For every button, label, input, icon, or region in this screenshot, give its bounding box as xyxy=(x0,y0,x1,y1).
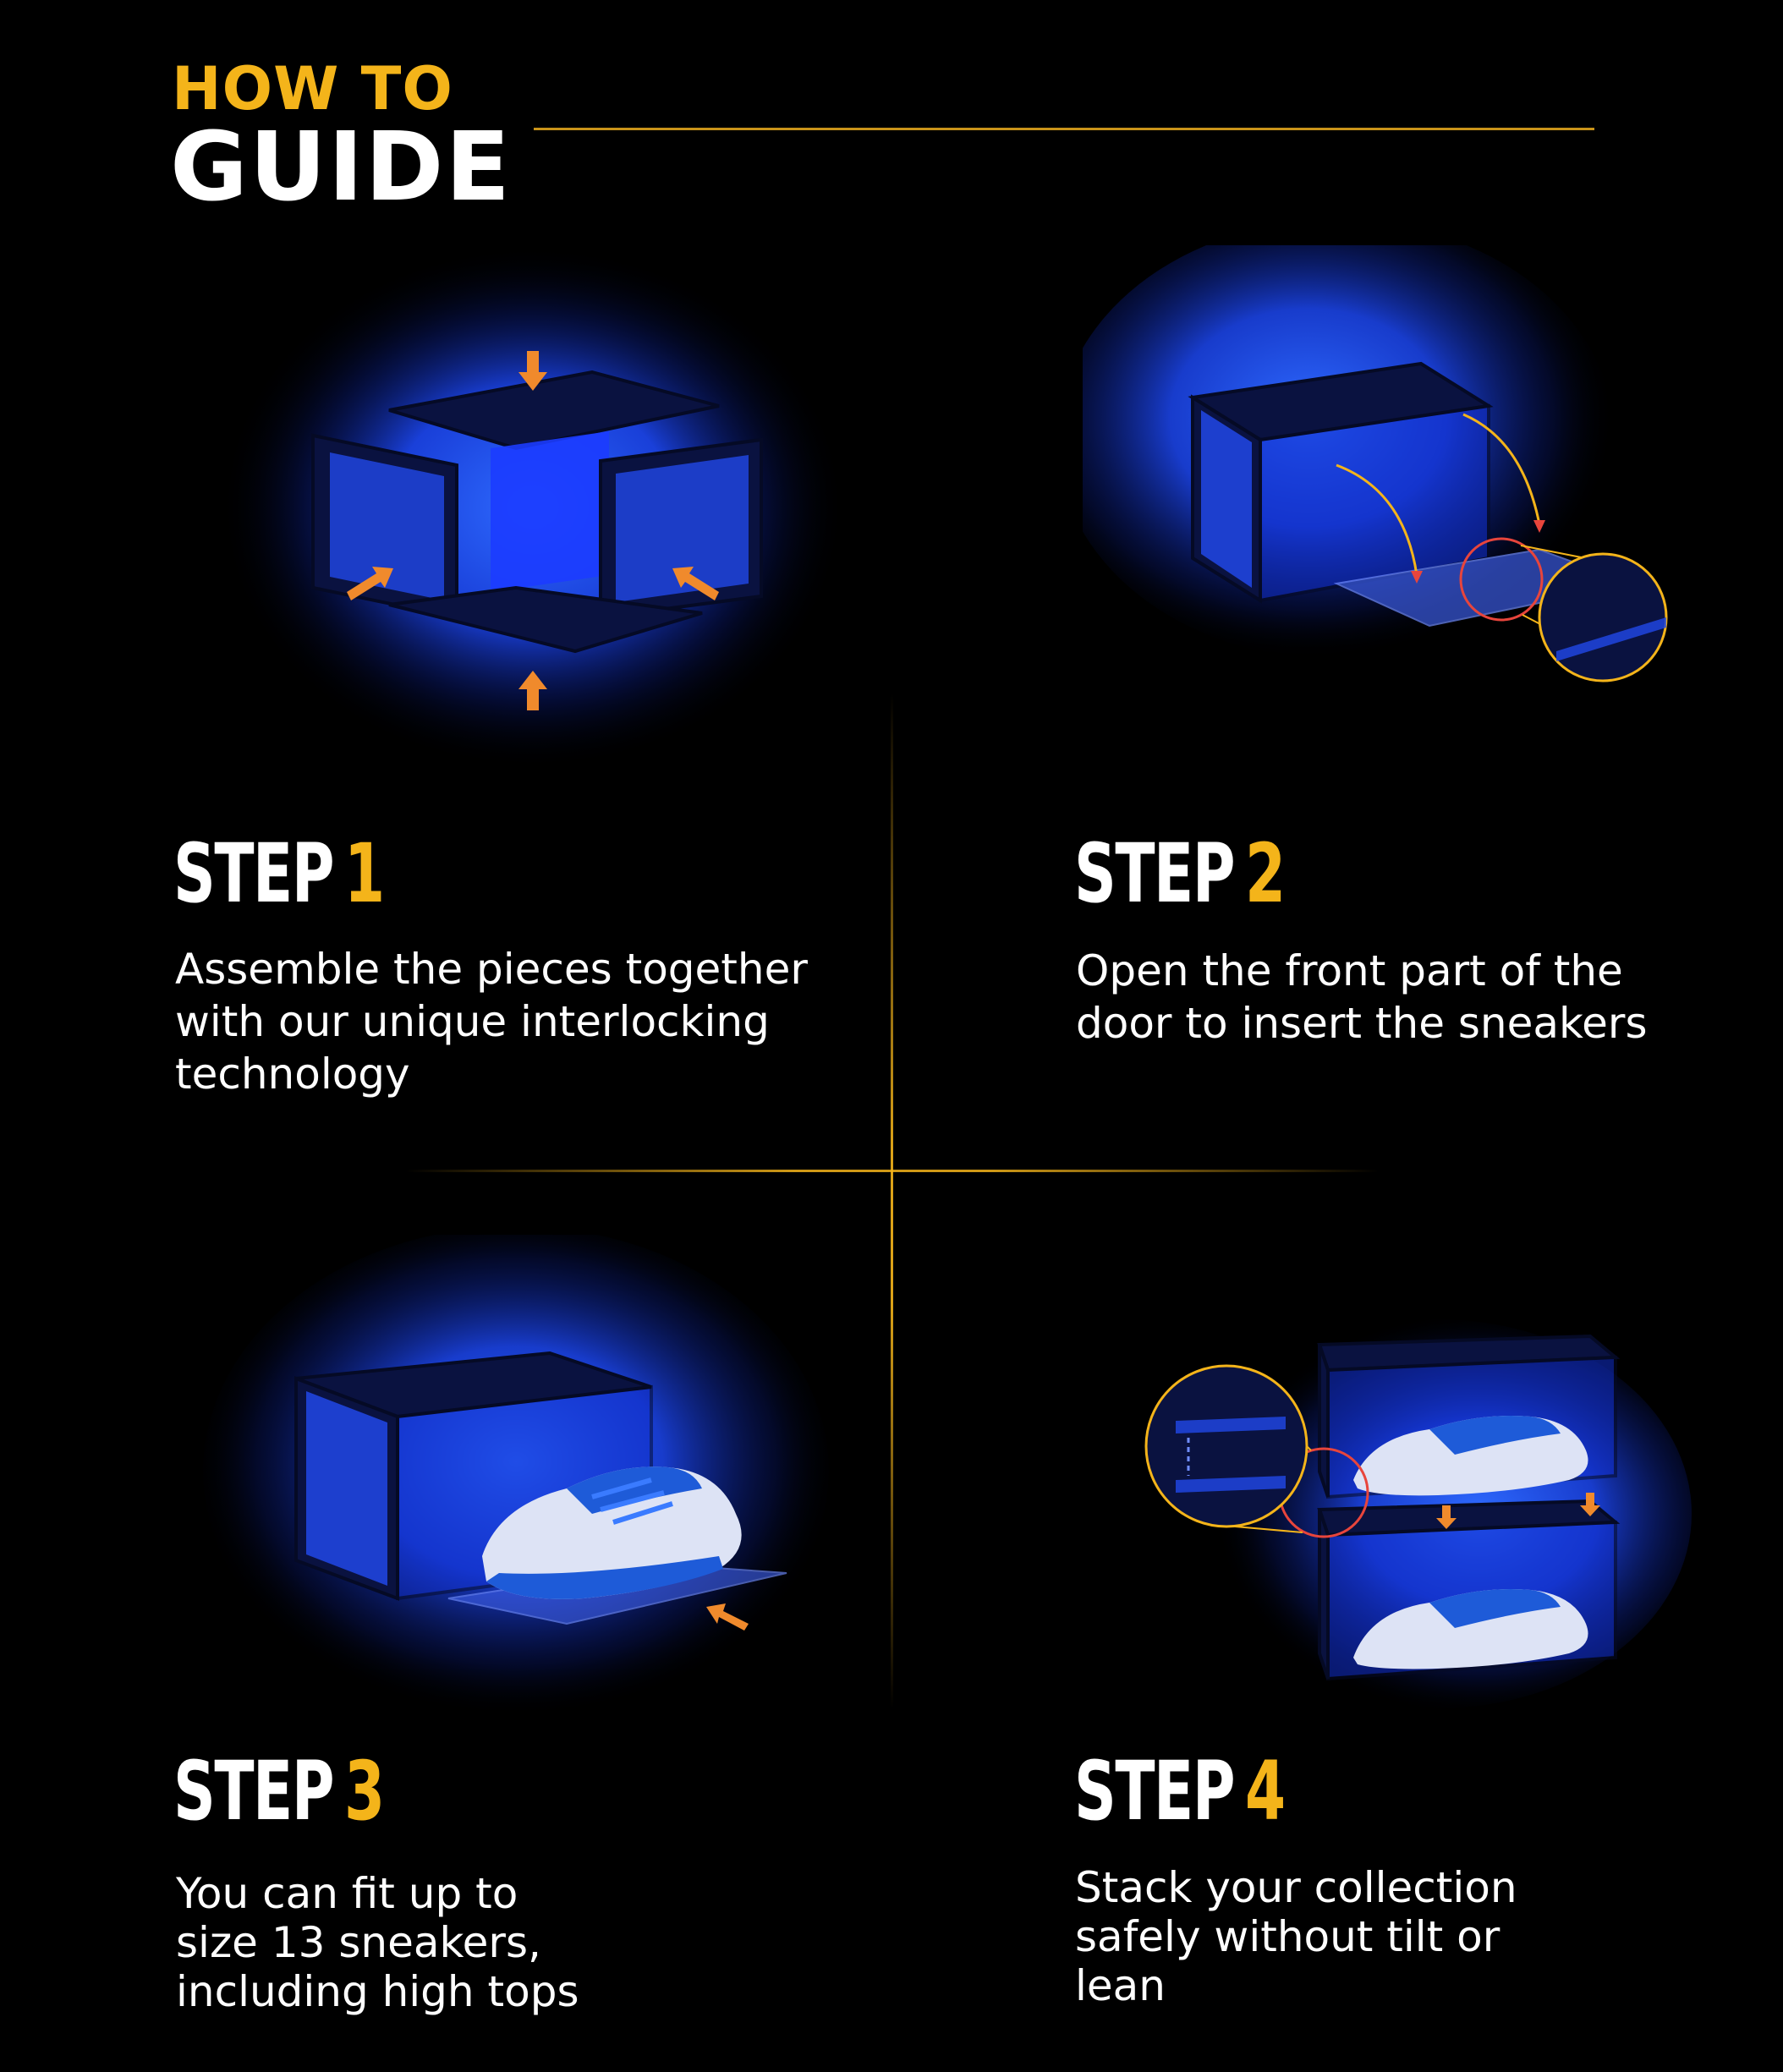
how-to-heading: HOW TO xyxy=(172,54,453,123)
step-1-label: STEP xyxy=(173,826,334,921)
step-2-description: Open the front part of the door to inser… xyxy=(1076,946,1648,1048)
guide-heading: GUIDE xyxy=(170,112,513,222)
step-2-illustration xyxy=(1083,245,1692,702)
box-with-sneaker-icon xyxy=(203,1235,829,1717)
horizontal-divider xyxy=(406,1170,1379,1172)
step-4-illustration xyxy=(1100,1311,1692,1708)
step-3-illustration xyxy=(195,1235,837,1725)
step-1-description: Assemble the pieces together with our un… xyxy=(175,945,808,1099)
exploded-box-icon xyxy=(220,245,846,770)
stacked-boxes-icon xyxy=(1144,1319,1692,1708)
step-4-number: 4 xyxy=(1245,1744,1286,1839)
step-4-description: Stack your collection safely without til… xyxy=(1075,1863,1517,2010)
step-3-label: STEP xyxy=(173,1744,334,1839)
step-2-number: 2 xyxy=(1245,826,1286,921)
step-1-number: 1 xyxy=(344,826,385,921)
step-1-illustration xyxy=(211,237,854,778)
step-3-description: You can fit up to size 13 sneakers, incl… xyxy=(176,1869,579,2016)
step-4-label: STEP xyxy=(1074,1744,1235,1839)
vertical-divider xyxy=(891,693,893,1708)
step-3-number: 3 xyxy=(344,1744,385,1839)
open-door-box-icon xyxy=(1083,245,1668,682)
header-divider xyxy=(534,128,1594,130)
step-2-label: STEP xyxy=(1074,826,1235,921)
